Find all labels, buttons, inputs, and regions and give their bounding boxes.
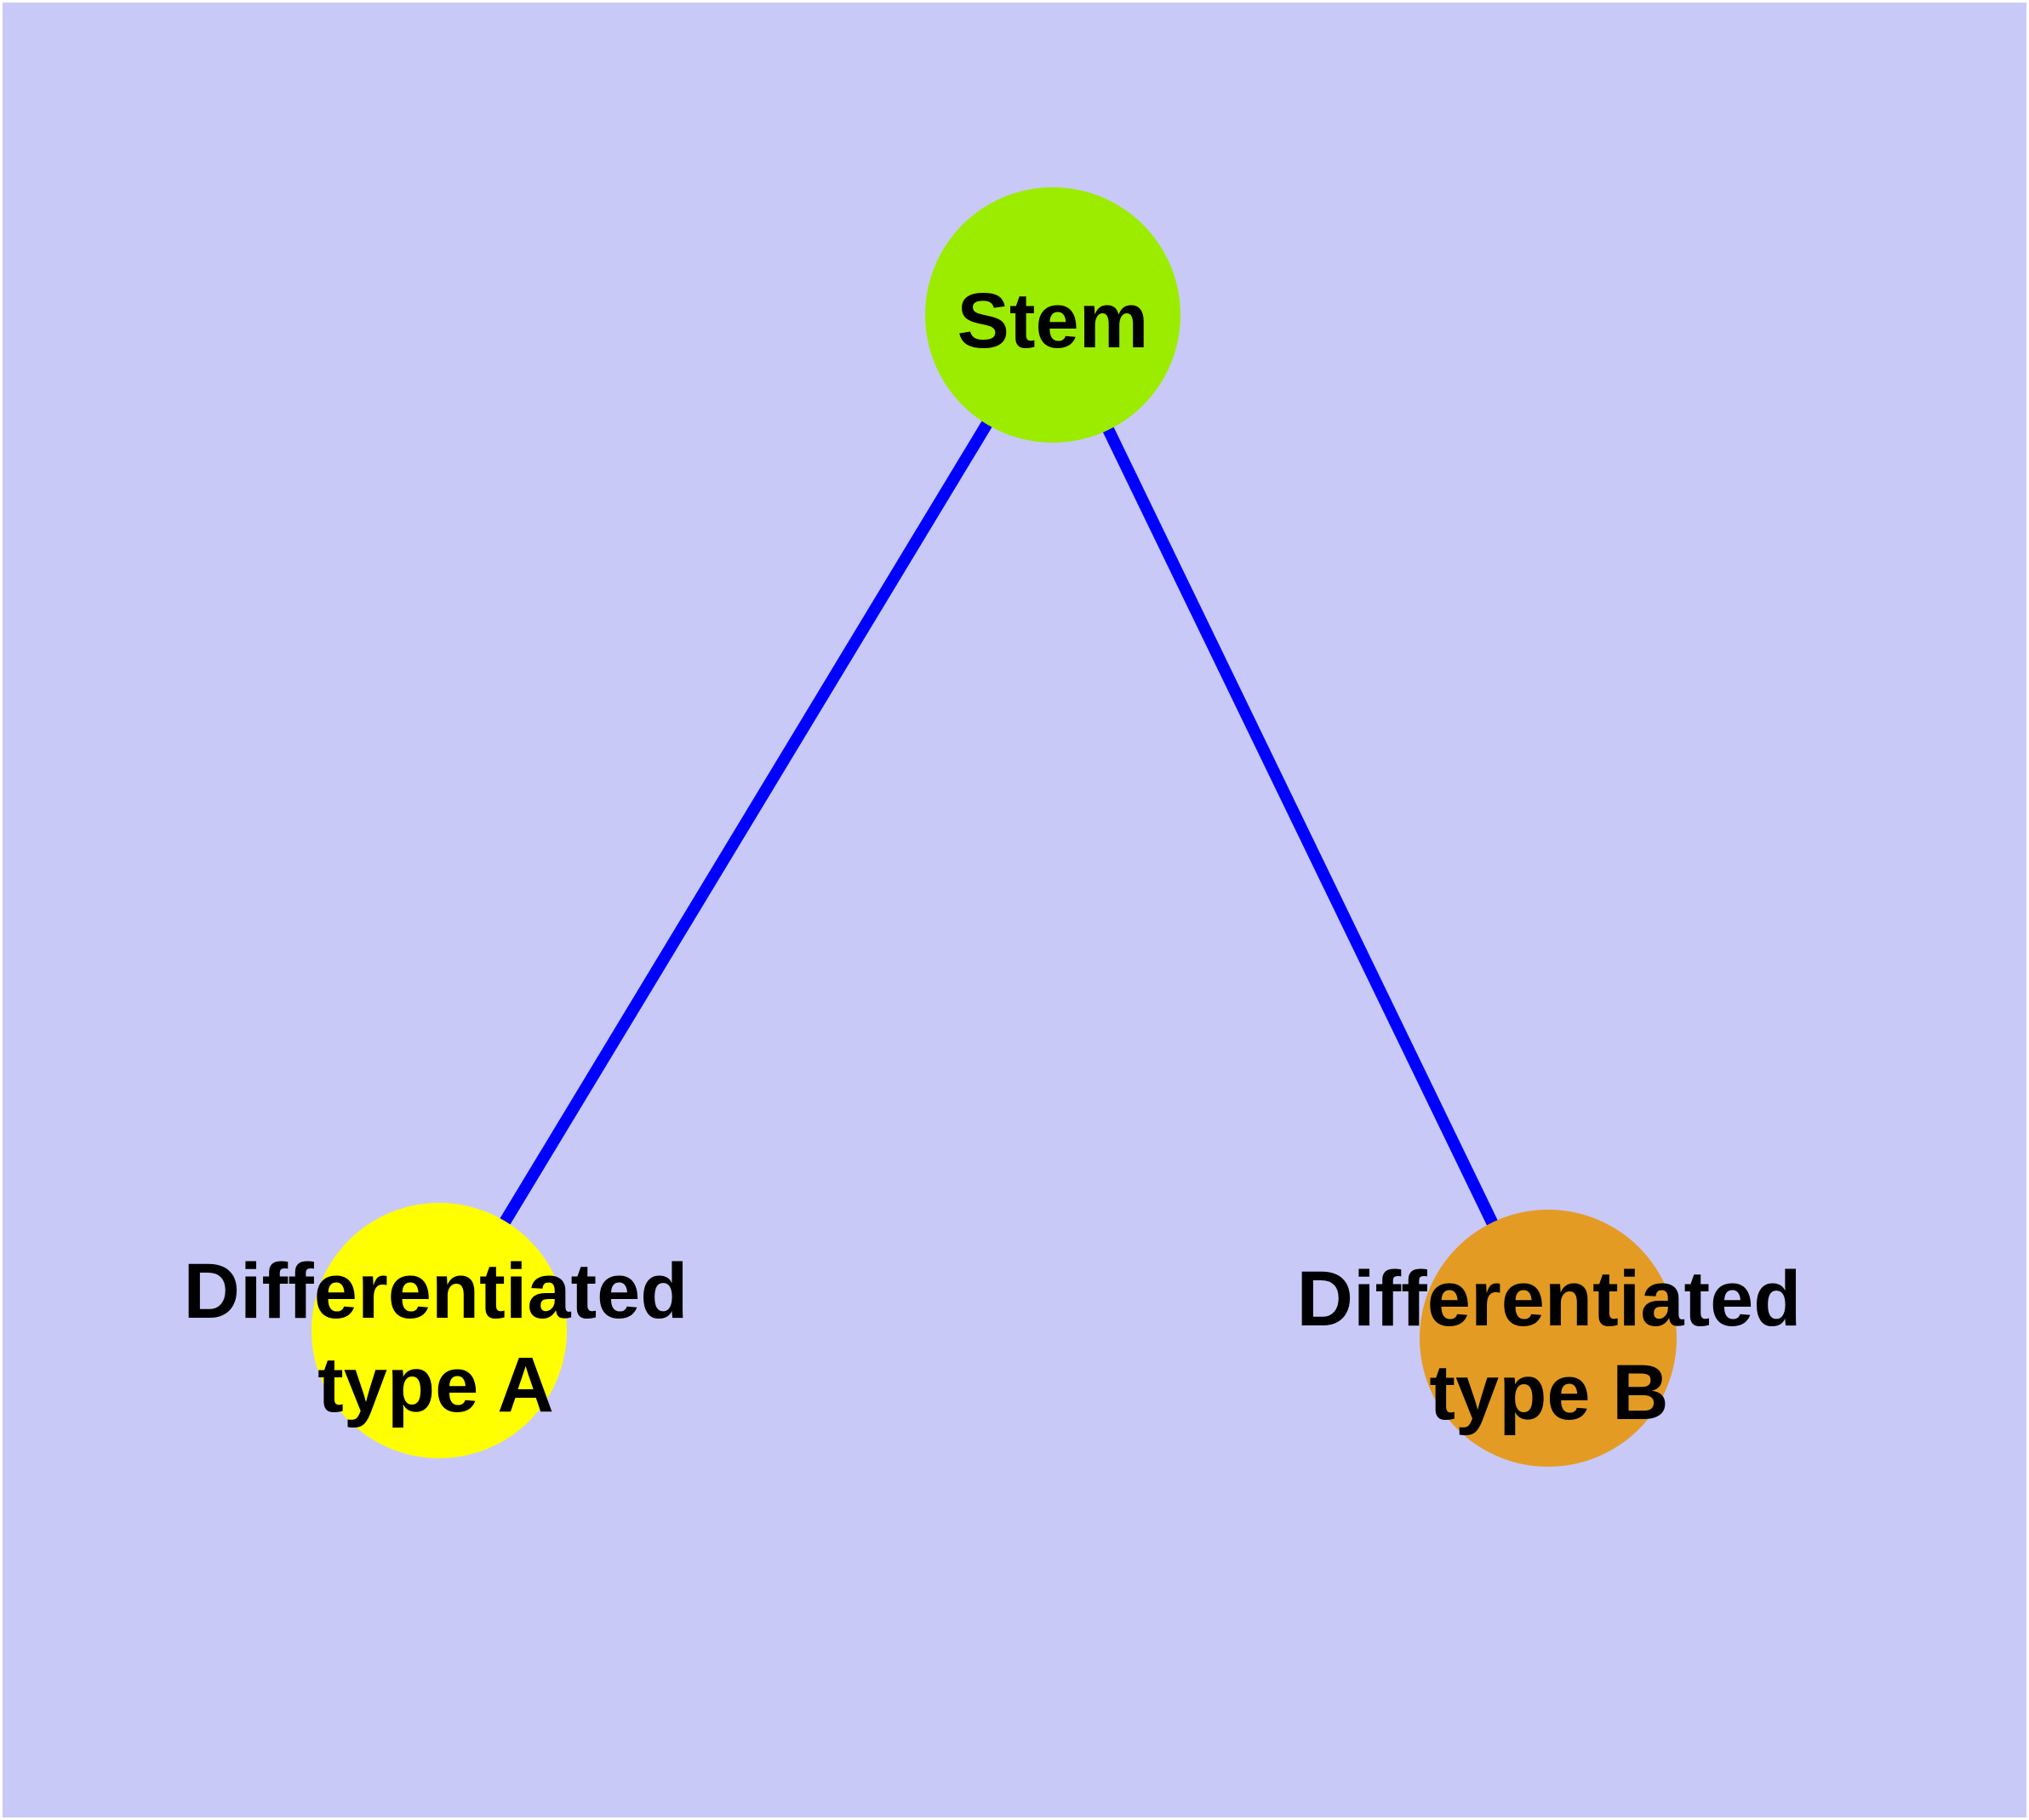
node-stem-label: Stem bbox=[957, 278, 1149, 364]
node-type-a-label-line1: Differentiated bbox=[184, 1248, 689, 1335]
edge-stem-to-type-b bbox=[1047, 312, 1554, 1342]
node-type-a-label-line2: type A bbox=[317, 1342, 554, 1428]
node-type-b-label-line2: type B bbox=[1429, 1349, 1668, 1436]
node-stem bbox=[925, 187, 1180, 443]
node-type-b-label-line1: Differentiated bbox=[1297, 1256, 1802, 1342]
node-differentiated-type-a bbox=[311, 1203, 567, 1458]
edge-stem-to-type-a bbox=[434, 312, 1058, 1334]
node-differentiated-type-b bbox=[1420, 1210, 1677, 1467]
